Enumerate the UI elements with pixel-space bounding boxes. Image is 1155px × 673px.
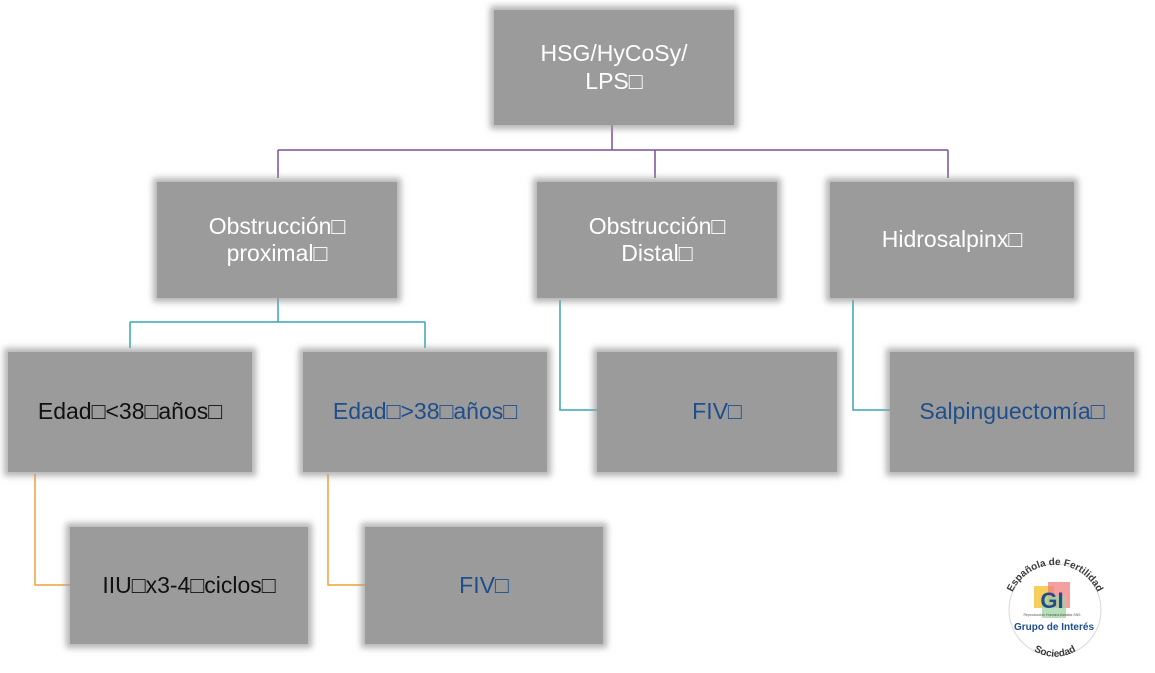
node-obstruccion-proximal: Obstrucción□ proximal□ (157, 182, 397, 298)
node-edad-menor-38-label: Edad□<38□años□ (37, 398, 223, 425)
node-obstruccion-proximal-label: Obstrucción□ proximal□ (208, 212, 346, 266)
node-edad-mayor-38: Edad□>38□años□ (303, 352, 547, 472)
logo-ring-bottom: Sociedad (1032, 644, 1077, 660)
node-iiu: IIU□x3-4□ciclos□ (70, 527, 308, 644)
connector-distal-fiv (559, 300, 597, 411)
connector-edad-menor-iiu (34, 474, 70, 586)
node-root: HSG/HyCoSy/ LPS□ (494, 10, 734, 125)
node-obstruccion-distal-label: Obstrucción□ Distal□ (588, 212, 726, 266)
node-fiv-distal-label: FIV□ (692, 398, 742, 425)
node-iiu-label: IIU□x3-4□ciclos□ (102, 571, 276, 598)
node-fiv-distal: FIV□ (597, 352, 837, 472)
node-edad-menor-38: Edad□<38□años□ (8, 352, 252, 472)
logo-sub-text: Grupo de Interés (1014, 622, 1094, 633)
sef-gi-logo-icon: Española de Fertilidad Sociedad GI Repro… (990, 548, 1120, 668)
connector-hidrosalpinx-salpinguectomia (852, 300, 890, 411)
logo-small-text: Reproducción Humana Asistida SNS (1023, 613, 1081, 617)
connector-proximal-children (129, 298, 426, 348)
connector-root-children (277, 125, 949, 178)
node-salpinguectomia-label: Salpinguectomía□ (919, 398, 1105, 425)
node-salpinguectomia: Salpinguectomía□ (890, 352, 1134, 472)
node-hidrosalpinx-label: Hidrosalpinx□ (881, 226, 1023, 253)
node-edad-mayor-38-label: Edad□>38□años□ (332, 398, 518, 425)
connector-edad-mayor-fiv (327, 474, 365, 586)
logo-center: GI (1040, 588, 1063, 613)
node-root-label: HSG/HyCoSy/ LPS□ (540, 40, 688, 94)
node-fiv-edad: FIV□ (365, 527, 603, 644)
node-obstruccion-distal: Obstrucción□ Distal□ (537, 182, 777, 298)
node-fiv-edad-label: FIV□ (459, 571, 509, 598)
svg-text:Sociedad: Sociedad (1032, 644, 1077, 660)
node-hidrosalpinx: Hidrosalpinx□ (830, 182, 1074, 298)
